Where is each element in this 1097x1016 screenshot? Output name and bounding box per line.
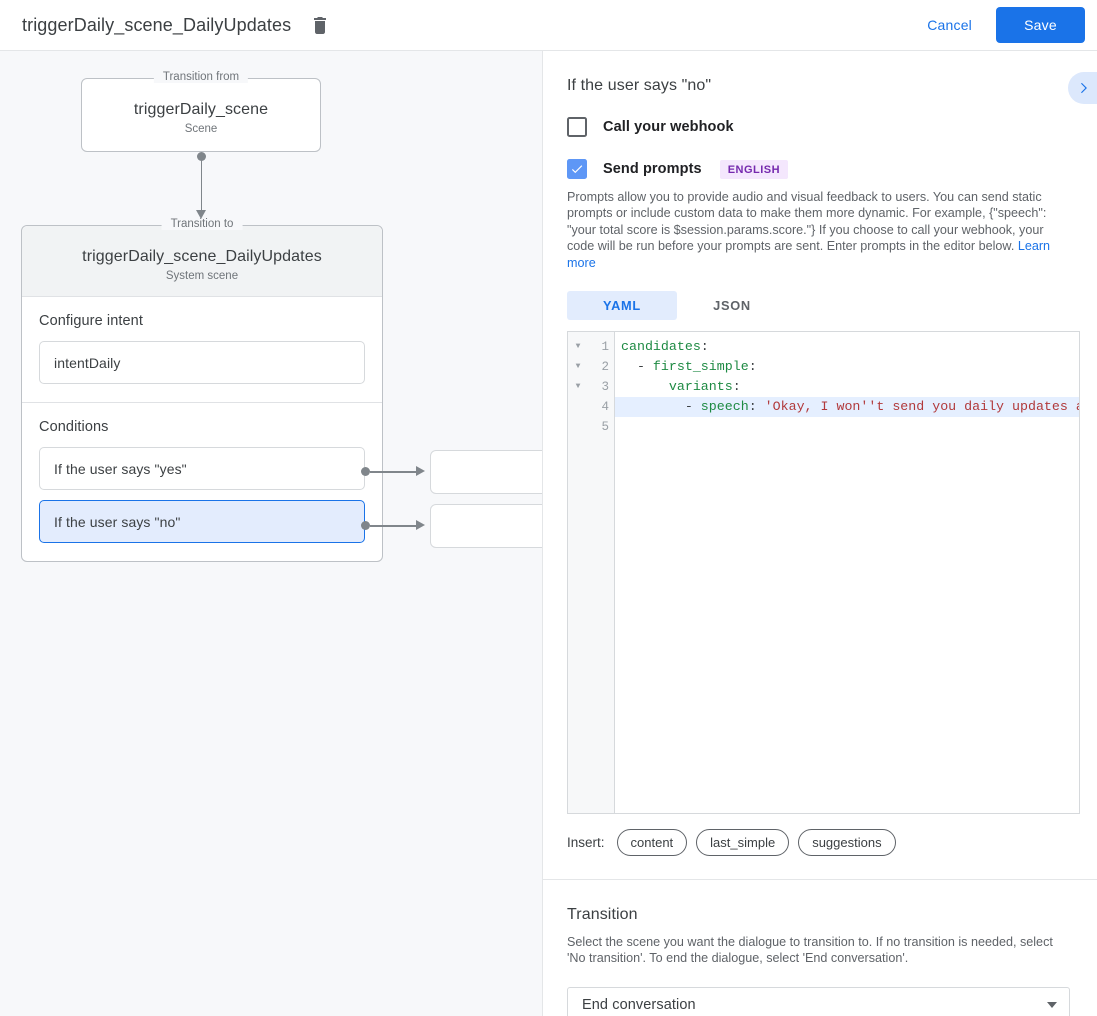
fold-triangle-icon[interactable]: ▼ <box>575 342 581 352</box>
fold-triangle-icon[interactable]: ▼ <box>575 362 581 372</box>
insert-row: Insert: content last_simple suggestions <box>567 829 1073 857</box>
target-node-yes[interactable] <box>430 450 542 494</box>
code-line[interactable]: - speech: 'Okay, I won''t send you daily… <box>615 397 1079 418</box>
webhook-row[interactable]: Call your webhook <box>567 117 1073 137</box>
code-token-key: variants <box>668 379 733 395</box>
chevron-right-icon[interactable] <box>1068 72 1097 104</box>
edge-line-no <box>370 525 418 527</box>
transition-select[interactable]: End conversation <box>567 986 1070 1016</box>
connector-arrow-down <box>196 210 206 219</box>
line-number: 3 <box>601 380 609 395</box>
configure-intent-section: Configure intent intentDaily <box>22 297 382 402</box>
transition-from-node[interactable]: Transition from triggerDaily_scene Scene <box>81 71 321 152</box>
editor-code-area[interactable]: candidates: - first_simple: variants: - … <box>615 332 1079 813</box>
transition-section: Transition Select the scene you want the… <box>543 880 1097 1016</box>
code-token-key: speech <box>700 399 749 415</box>
code-token-punct: - <box>621 399 701 415</box>
conditions-section: Conditions If the user says "yes" If the… <box>22 402 382 561</box>
page-title: triggerDaily_scene_DailyUpdates <box>22 14 292 35</box>
intent-field[interactable]: intentDaily <box>39 341 365 384</box>
insert-chip-last-simple[interactable]: last_simple <box>696 829 790 857</box>
transition-from-title: triggerDaily_scene <box>133 101 269 118</box>
tab-json[interactable]: JSON <box>677 291 787 320</box>
insert-label: Insert: <box>567 835 605 851</box>
code-token-punct: : <box>748 359 757 375</box>
section-divider <box>543 879 1097 881</box>
transition-select-value: End conversation <box>582 996 696 1013</box>
edge-dot-no <box>361 521 370 530</box>
line-number: 4 <box>601 400 609 415</box>
cancel-button[interactable]: Cancel <box>917 9 982 41</box>
delete-button[interactable] <box>307 12 333 38</box>
edge-line-yes <box>370 471 418 473</box>
target-node-no[interactable] <box>430 504 542 548</box>
transition-to-subtitle: System scene <box>165 270 239 282</box>
code-line[interactable]: candidates: <box>615 337 1079 357</box>
gutter-row: ▼1 <box>568 337 614 357</box>
transition-from-subtitle: Scene <box>184 123 218 135</box>
webhook-checkbox[interactable] <box>567 117 587 137</box>
transition-to-node[interactable]: Transition to triggerDaily_scene_DailyUp… <box>21 218 383 562</box>
code-token-punct: : <box>732 379 741 395</box>
code-line[interactable]: variants: <box>615 377 1079 397</box>
code-line[interactable] <box>615 417 1079 437</box>
scene-graph-canvas[interactable]: Transition from triggerDaily_scene Scene… <box>0 51 542 1016</box>
send-prompts-label: Send prompts <box>603 161 702 177</box>
panel-title: If the user says "no" <box>567 77 712 94</box>
panel-header: If the user says "no" <box>543 51 1097 104</box>
gutter-row: 4 <box>568 397 614 417</box>
transition-from-legend: Transition from <box>153 71 249 83</box>
send-prompts-row[interactable]: Send prompts ENGLISH <box>567 159 1073 179</box>
check-icon <box>571 165 583 174</box>
line-number: 5 <box>601 420 609 435</box>
transition-to-legend: Transition to <box>161 218 243 230</box>
format-tabs: YAML JSON <box>567 291 1073 321</box>
code-token-punct: : <box>748 399 765 415</box>
code-token-punct: : <box>700 339 709 355</box>
save-button[interactable]: Save <box>996 7 1085 43</box>
conditions-label: Conditions <box>39 419 109 435</box>
insert-chip-content[interactable]: content <box>616 829 688 857</box>
edge-arrow-no <box>416 520 425 530</box>
configure-intent-label: Configure intent <box>39 313 143 329</box>
tab-yaml[interactable]: YAML <box>567 291 677 321</box>
condition-item-no[interactable]: If the user says "no" <box>39 500 365 543</box>
gutter-row: ▼2 <box>568 357 614 377</box>
edge-arrow-yes <box>416 466 425 476</box>
code-token-key: first_simple <box>652 359 749 375</box>
prompts-section: Call your webhook Send prompts ENGLISH P… <box>543 117 1097 857</box>
language-badge: ENGLISH <box>719 159 789 179</box>
connector-line-vertical <box>200 156 203 212</box>
webhook-label: Call your webhook <box>603 119 734 135</box>
prompts-description: Prompts allow you to provide audio and v… <box>567 189 1073 271</box>
transition-to-header: triggerDaily_scene_DailyUpdates System s… <box>22 226 382 297</box>
line-number: 2 <box>601 360 609 375</box>
code-token-str: 'Okay, I won''t send you daily updates a… <box>764 399 1079 415</box>
prompts-description-text: Prompts allow you to provide audio and v… <box>567 190 1047 254</box>
code-line[interactable]: - first_simple: <box>615 357 1079 377</box>
code-token-punct <box>621 379 669 394</box>
top-app-bar: triggerDaily_scene_DailyUpdates Cancel S… <box>0 0 1097 51</box>
line-number: 1 <box>601 340 609 355</box>
gutter-row: ▼3 <box>568 377 614 397</box>
insert-chip-suggestions[interactable]: suggestions <box>798 829 896 857</box>
trash-icon <box>312 16 328 34</box>
transition-description: Select the scene you want the dialogue t… <box>567 935 1053 966</box>
fold-triangle-icon[interactable]: ▼ <box>575 382 581 392</box>
send-prompts-checkbox[interactable] <box>567 159 587 179</box>
chevron-down-icon <box>1047 1001 1057 1008</box>
condition-item-yes[interactable]: If the user says "yes" <box>39 447 365 490</box>
transition-to-title: triggerDaily_scene_DailyUpdates <box>82 248 322 265</box>
transition-title: Transition <box>567 906 638 924</box>
code-token-punct: - <box>621 359 653 375</box>
code-token-key: candidates <box>621 339 701 355</box>
condition-detail-panel: If the user says "no" Call your webhook … <box>542 51 1097 1016</box>
gutter-row: 5 <box>568 417 614 437</box>
edge-dot-yes <box>361 467 370 476</box>
learn-more-link[interactable]: Learn more <box>567 239 1051 270</box>
